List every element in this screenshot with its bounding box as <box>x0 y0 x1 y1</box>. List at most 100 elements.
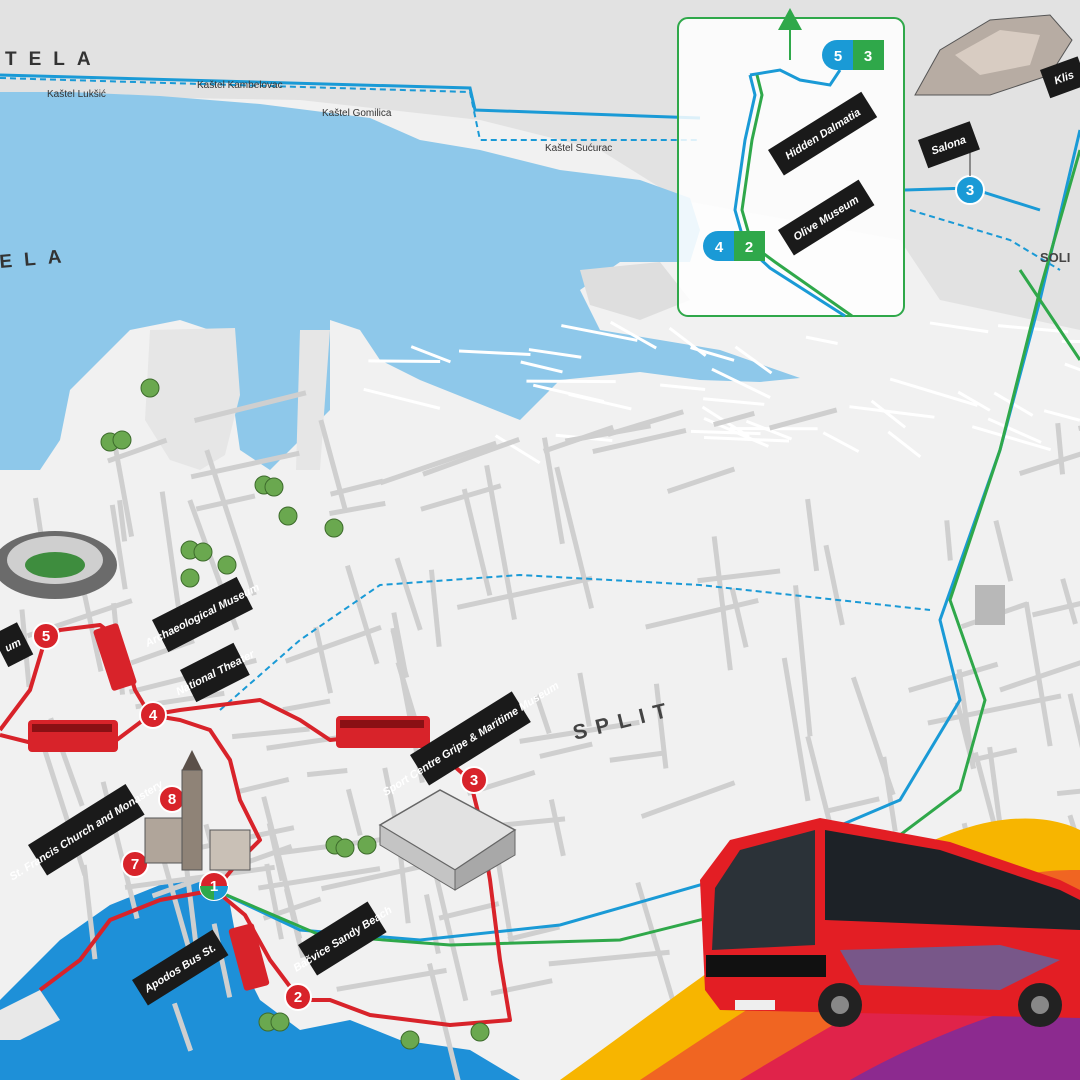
street-line <box>993 520 1014 582</box>
tree-icon <box>140 378 160 398</box>
street-line <box>1043 409 1080 422</box>
street-line <box>592 428 687 454</box>
museum-building-icon <box>378 789 517 891</box>
street-line <box>729 587 749 648</box>
church-icon <box>144 750 251 871</box>
green-route-branch <box>1018 269 1080 361</box>
street-line <box>528 348 582 359</box>
street-line <box>520 360 563 374</box>
label-stadium: um <box>0 622 34 668</box>
street-line <box>849 405 935 419</box>
red-stop-4[interactable]: 4 <box>139 701 167 729</box>
blue-stop-3[interactable]: 3 <box>955 175 985 205</box>
street-line <box>391 612 408 672</box>
red-stop-3[interactable]: 3 <box>460 766 488 794</box>
street-line <box>823 544 845 626</box>
street-line <box>422 437 521 477</box>
street-line <box>328 500 386 517</box>
street-line <box>659 383 706 391</box>
street-line <box>438 901 500 921</box>
street-line <box>379 440 497 486</box>
street-line <box>640 780 736 819</box>
street-line <box>957 390 991 412</box>
street-line <box>768 407 838 431</box>
tree-icon <box>193 542 213 562</box>
street-line <box>564 423 652 444</box>
street-line <box>159 853 195 962</box>
red-stop-5[interactable]: 5 <box>32 622 60 650</box>
street-line <box>532 383 605 403</box>
street-line <box>823 796 880 815</box>
north-arrow-icon <box>778 8 802 30</box>
street-line <box>329 478 384 497</box>
street-line <box>231 726 310 740</box>
red-stop-7[interactable]: 7 <box>121 850 149 878</box>
street-line <box>394 557 423 631</box>
street-line <box>541 437 565 545</box>
red-stop-1-number: 1 <box>210 878 218 895</box>
green-stop-3-number: 3 <box>864 48 872 65</box>
street-line <box>881 756 898 832</box>
peninsula <box>145 328 240 470</box>
street-line <box>561 324 638 342</box>
street-line <box>318 419 348 512</box>
kastela-bay <box>0 92 800 470</box>
street-line <box>428 569 442 648</box>
label-salona: Salona <box>918 121 980 169</box>
street-line <box>1056 788 1080 797</box>
street-line <box>645 598 759 630</box>
street-line <box>548 799 566 857</box>
street-line <box>490 978 553 996</box>
street-line <box>235 776 290 795</box>
street-line <box>929 321 989 334</box>
green-route <box>214 149 1080 947</box>
street-line <box>987 417 1042 444</box>
street-line <box>494 434 541 465</box>
street-line <box>711 536 733 671</box>
street-line <box>410 345 451 364</box>
street-line <box>713 410 755 428</box>
street-line <box>282 698 331 713</box>
street-line <box>211 923 233 998</box>
place-label-kastel-gomilica: Kaštel Gomilica <box>322 108 392 119</box>
inset-stop-5-3[interactable]: 5 3 <box>822 40 884 70</box>
street-line <box>539 741 593 759</box>
street-line <box>548 949 670 967</box>
street-line <box>124 864 275 890</box>
street-line <box>456 575 593 610</box>
islet <box>580 262 690 320</box>
label-klis: Klis <box>1040 56 1080 99</box>
blue-stop-4-number: 4 <box>715 239 724 256</box>
tree-icon <box>470 1022 490 1042</box>
red-stop-1[interactable]: 1 <box>199 871 229 901</box>
street-line <box>1064 362 1080 372</box>
place-label-kastel-luksic: Kaštel Lukšić <box>47 89 106 100</box>
street-line <box>666 466 736 494</box>
street-line <box>781 657 811 802</box>
tree-icon <box>400 1030 420 1050</box>
street-line <box>519 719 640 744</box>
red-stop-8-number: 8 <box>168 791 176 808</box>
street-line <box>793 585 813 737</box>
blue-route-north <box>0 73 701 120</box>
inset-stop-4-2[interactable]: 4 2 <box>703 231 765 261</box>
pier <box>296 330 330 470</box>
red-stop-3-number: 3 <box>470 772 478 789</box>
street-line <box>944 520 953 561</box>
blue-dashed-route-split <box>219 573 931 711</box>
street-line <box>363 387 441 410</box>
tree-icon <box>264 477 284 497</box>
blue-dashed-route-east <box>909 209 1061 271</box>
building-block <box>975 585 1005 625</box>
street-line <box>420 483 502 512</box>
street-line <box>336 967 447 992</box>
tree-icon <box>324 518 344 538</box>
red-stop-2[interactable]: 2 <box>284 983 312 1011</box>
tree-icon <box>270 1012 290 1032</box>
street-line <box>306 768 348 778</box>
red-stop-2-number: 2 <box>294 989 302 1006</box>
red-stop-4-number: 4 <box>149 707 158 724</box>
street-line <box>805 335 838 345</box>
street-line <box>1067 693 1080 749</box>
